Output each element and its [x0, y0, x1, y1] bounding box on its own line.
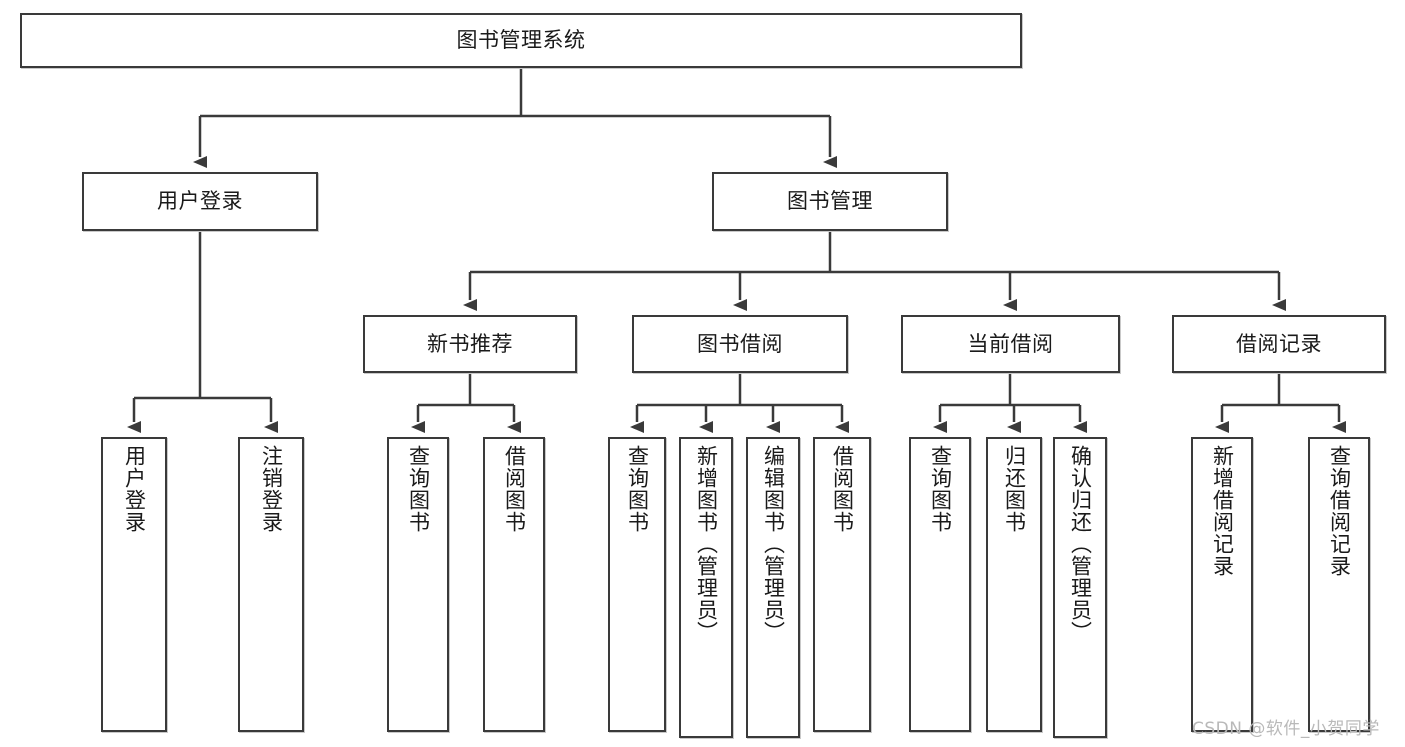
node-leaf-query-book-current[interactable]: 查询图书: [909, 437, 971, 732]
node-leaf-query-borrow-record[interactable]: 查询借阅记录: [1308, 437, 1370, 732]
node-label: 查询图书: [928, 445, 953, 533]
node-label: 图书管理系统: [456, 28, 586, 53]
node-leaf-user-login[interactable]: 用户登录: [101, 437, 167, 732]
connector-wires: [127, 68, 1346, 433]
node-leaf-add-book-admin[interactable]: 新增图书（管理员）: [679, 437, 733, 738]
node-label: 查询借阅记录: [1327, 445, 1352, 577]
node-label: 编辑图书（管理员）: [761, 445, 786, 643]
node-label: 查询图书: [625, 445, 650, 533]
node-label: 当前借阅: [967, 331, 1054, 356]
node-l2-new-book-rec[interactable]: 新书推荐: [363, 315, 577, 373]
node-l2-borrow-record[interactable]: 借阅记录: [1172, 315, 1386, 373]
node-label: 借阅图书: [502, 445, 527, 533]
node-label: 图书借阅: [697, 331, 783, 356]
node-leaf-borrow-book[interactable]: 借阅图书: [813, 437, 871, 732]
node-label: 查询图书: [406, 445, 431, 533]
node-leaf-confirm-return-admin[interactable]: 确认归还（管理员）: [1053, 437, 1107, 738]
node-label: 注销登录: [259, 445, 284, 533]
node-label: 归还图书: [1002, 445, 1027, 533]
node-leaf-borrow-book-rec[interactable]: 借阅图书: [483, 437, 545, 732]
node-label: 借阅记录: [1236, 331, 1322, 356]
node-label: 新增借阅记录: [1210, 445, 1235, 577]
node-label: 新书推荐: [427, 331, 513, 356]
node-leaf-add-borrow-record[interactable]: 新增借阅记录: [1191, 437, 1253, 732]
node-label: 用户登录: [122, 445, 147, 533]
node-label: 新增图书（管理员）: [694, 445, 719, 643]
node-leaf-edit-book-admin[interactable]: 编辑图书（管理员）: [746, 437, 800, 738]
node-leaf-query-book-borrow[interactable]: 查询图书: [608, 437, 666, 732]
node-label: 图书管理: [787, 189, 873, 214]
node-l2-book-borrow[interactable]: 图书借阅: [632, 315, 848, 373]
node-leaf-logout[interactable]: 注销登录: [238, 437, 304, 732]
node-label: 用户登录: [157, 189, 243, 214]
node-l1-user-login[interactable]: 用户登录: [82, 172, 318, 231]
node-leaf-return-book[interactable]: 归还图书: [986, 437, 1042, 732]
node-label: 确认归还（管理员）: [1068, 445, 1093, 643]
node-leaf-query-book-rec[interactable]: 查询图书: [387, 437, 449, 732]
node-label: 借阅图书: [830, 445, 855, 533]
node-l1-book-mgmt[interactable]: 图书管理: [712, 172, 948, 231]
node-root[interactable]: 图书管理系统: [20, 13, 1022, 68]
csdn-watermark: CSDN @软件_小贺同学: [1192, 719, 1380, 739]
node-l2-current-borrow[interactable]: 当前借阅: [901, 315, 1120, 373]
